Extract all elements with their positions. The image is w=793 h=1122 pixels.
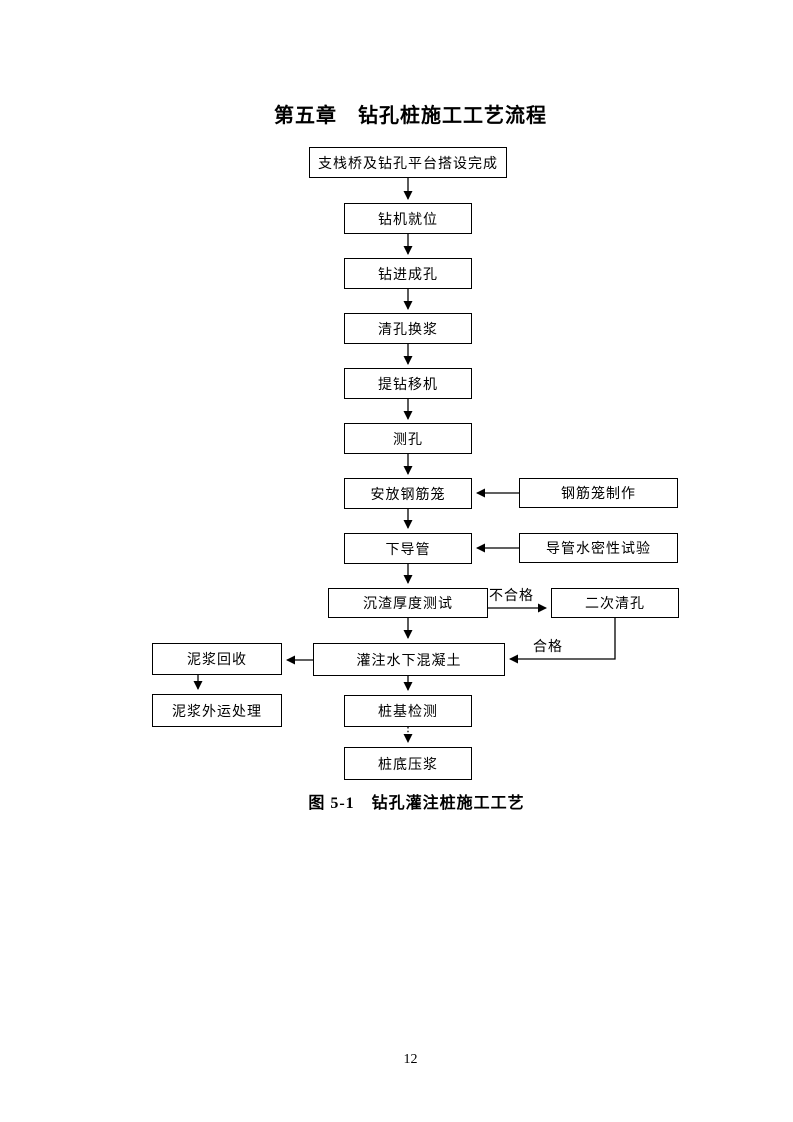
- flow-node-slurry-disposal: 泥浆外运处理: [152, 694, 282, 727]
- flow-node-rig-in-place: 钻机就位: [344, 203, 472, 234]
- edge-label-pass: 合格: [533, 636, 563, 656]
- flow-node-rebar-cage-fabrication: 钢筋笼制作: [519, 478, 678, 508]
- flow-node-hole-measuring: 测孔: [344, 423, 472, 454]
- flow-node-second-hole-cleaning: 二次清孔: [551, 588, 679, 618]
- flow-node-tremie-watertight-test: 导管水密性试验: [519, 533, 678, 563]
- figure-caption: 图 5-1 钻孔灌注桩施工工艺: [308, 795, 525, 812]
- flow-node-hole-cleaning: 清孔换浆: [344, 313, 472, 344]
- flow-node-lift-drill-move: 提钻移机: [344, 368, 472, 399]
- flow-node-pile-bottom-grouting: 桩底压浆: [344, 747, 472, 780]
- flow-node-sediment-thickness-test: 沉渣厚度测试: [328, 588, 488, 618]
- page-number: 12: [403, 1052, 418, 1067]
- flow-node-lower-tremie-pipe: 下导管: [344, 533, 472, 564]
- flow-node-pile-foundation-testing: 桩基检测: [344, 695, 472, 727]
- flow-node-platform-done: 支栈桥及钻孔平台搭设完成: [309, 147, 507, 178]
- flow-node-place-rebar-cage: 安放钢筋笼: [344, 478, 472, 509]
- flow-node-drilling: 钻进成孔: [344, 258, 472, 289]
- flow-node-pour-underwater-concrete: 灌注水下混凝土: [313, 643, 505, 676]
- edge-label-fail: 不合格: [489, 585, 534, 605]
- chapter-title: 第五章 钻孔桩施工工艺流程: [274, 105, 547, 127]
- flow-node-slurry-recycling: 泥浆回收: [152, 643, 282, 675]
